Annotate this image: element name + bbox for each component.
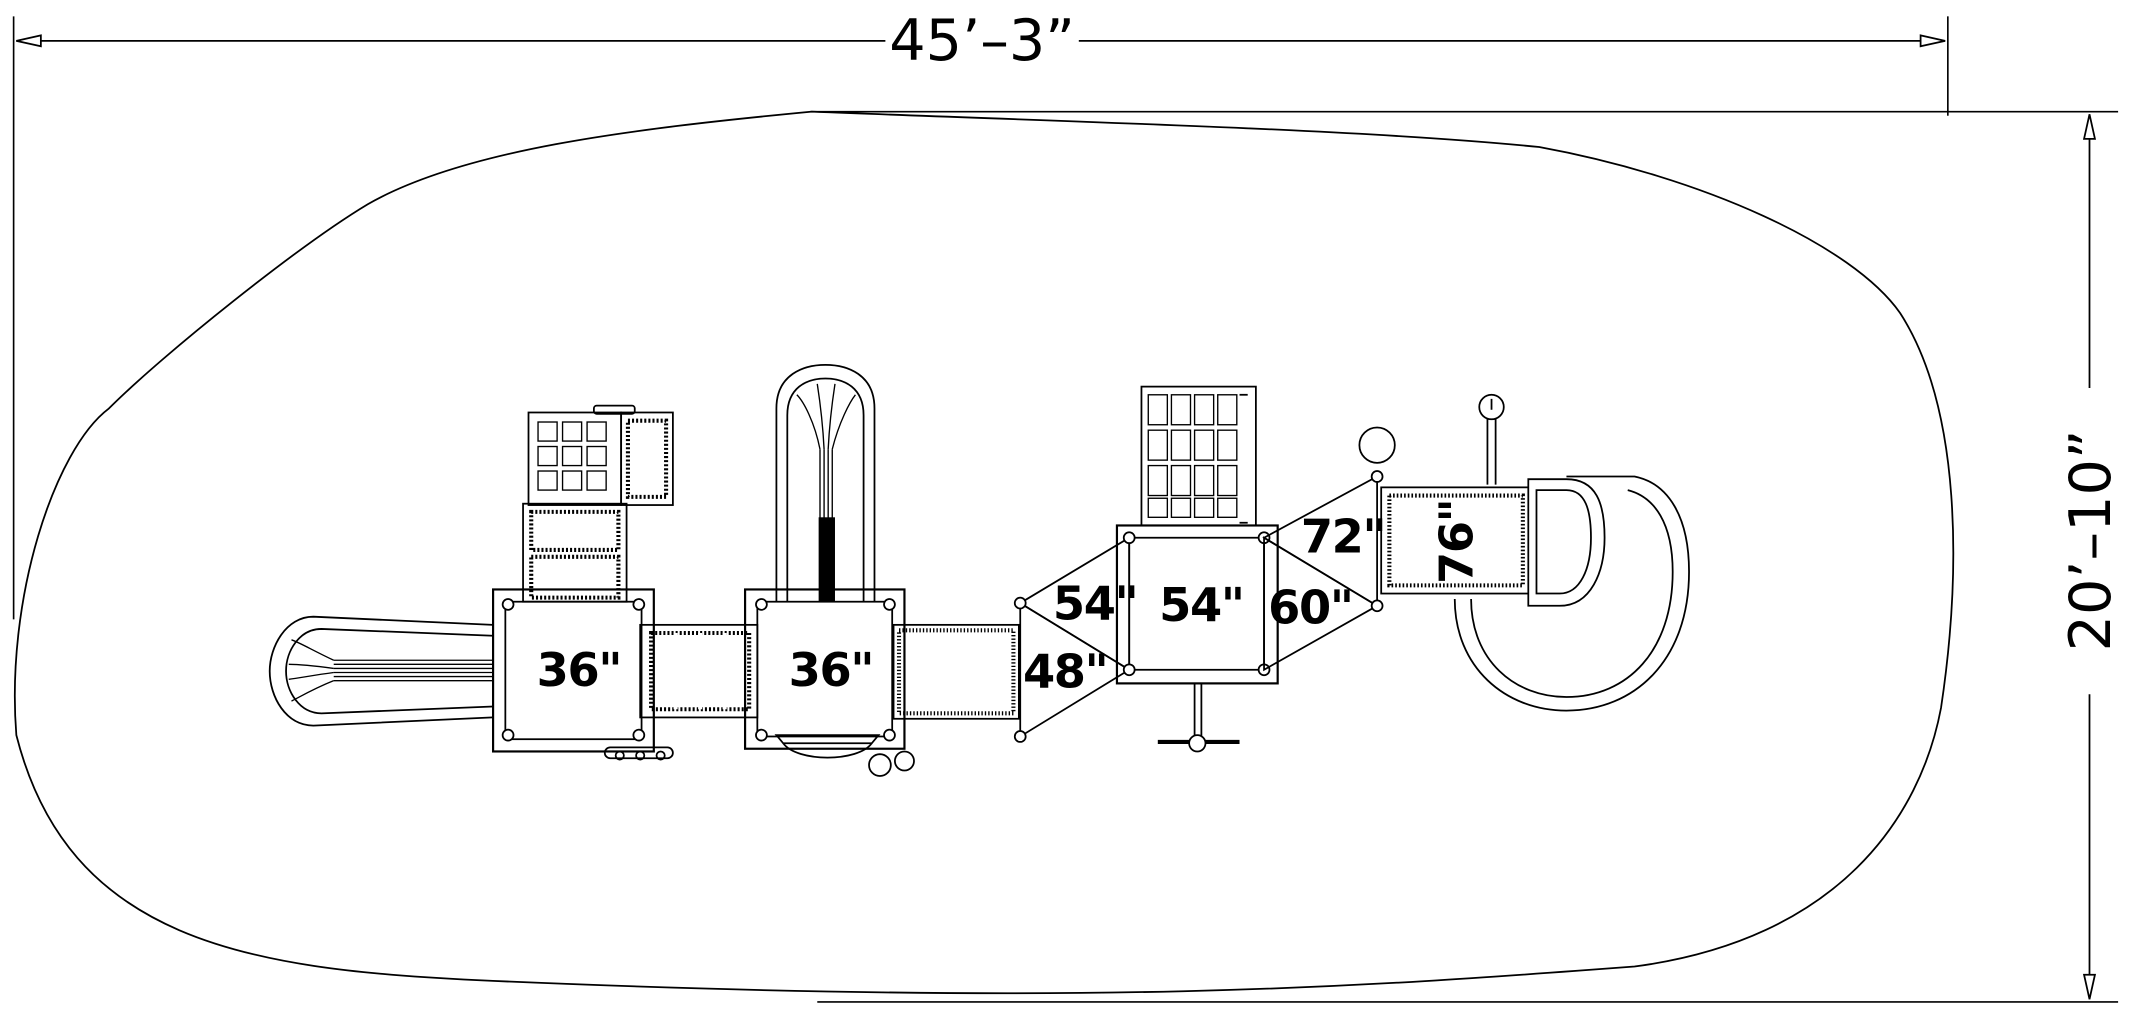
deck-b-height: 36" [789, 643, 873, 697]
right-transition-lower-height: 60" [1268, 581, 1352, 635]
straight-slide [268, 615, 494, 727]
spiral-slide-height: 76" [1429, 500, 1483, 584]
left-transition-lower-height: 48" [1023, 644, 1107, 698]
deck-b-rings [868, 750, 915, 777]
deck-c-spinner [1157, 683, 1240, 753]
rock-climber [1140, 385, 1257, 527]
climber-panels [522, 404, 674, 603]
deck-a: 36" [491, 588, 655, 753]
width-dimension: 45’–3” [12, 8, 1949, 620]
spiral-slide: 76" [1380, 393, 1690, 712]
deck-c: 54" [1115, 524, 1279, 685]
right-transition-upper-height: 72" [1301, 510, 1385, 564]
left-transition-upper-height: 54" [1053, 576, 1137, 630]
deck-a-height: 36" [537, 643, 621, 697]
bridge-a-b [639, 623, 759, 719]
post-cap [1358, 426, 1396, 464]
height-dimension: 20’–10” [810, 110, 2124, 1003]
wave-slide [775, 363, 876, 602]
left-transition: 54" 48" [1013, 536, 1139, 743]
deck-b: 36" [743, 588, 906, 759]
height-dimension-label: 20’–10” [2058, 430, 2124, 652]
deck-c-height: 54" [1159, 578, 1243, 632]
deck-a-spinner-panel [603, 746, 674, 761]
use-zone-outline [13, 110, 1955, 995]
bridge-b-c [892, 623, 1020, 720]
right-transition: 60" 72" [1262, 470, 1387, 672]
width-dimension-label: 45’–3” [889, 8, 1075, 74]
